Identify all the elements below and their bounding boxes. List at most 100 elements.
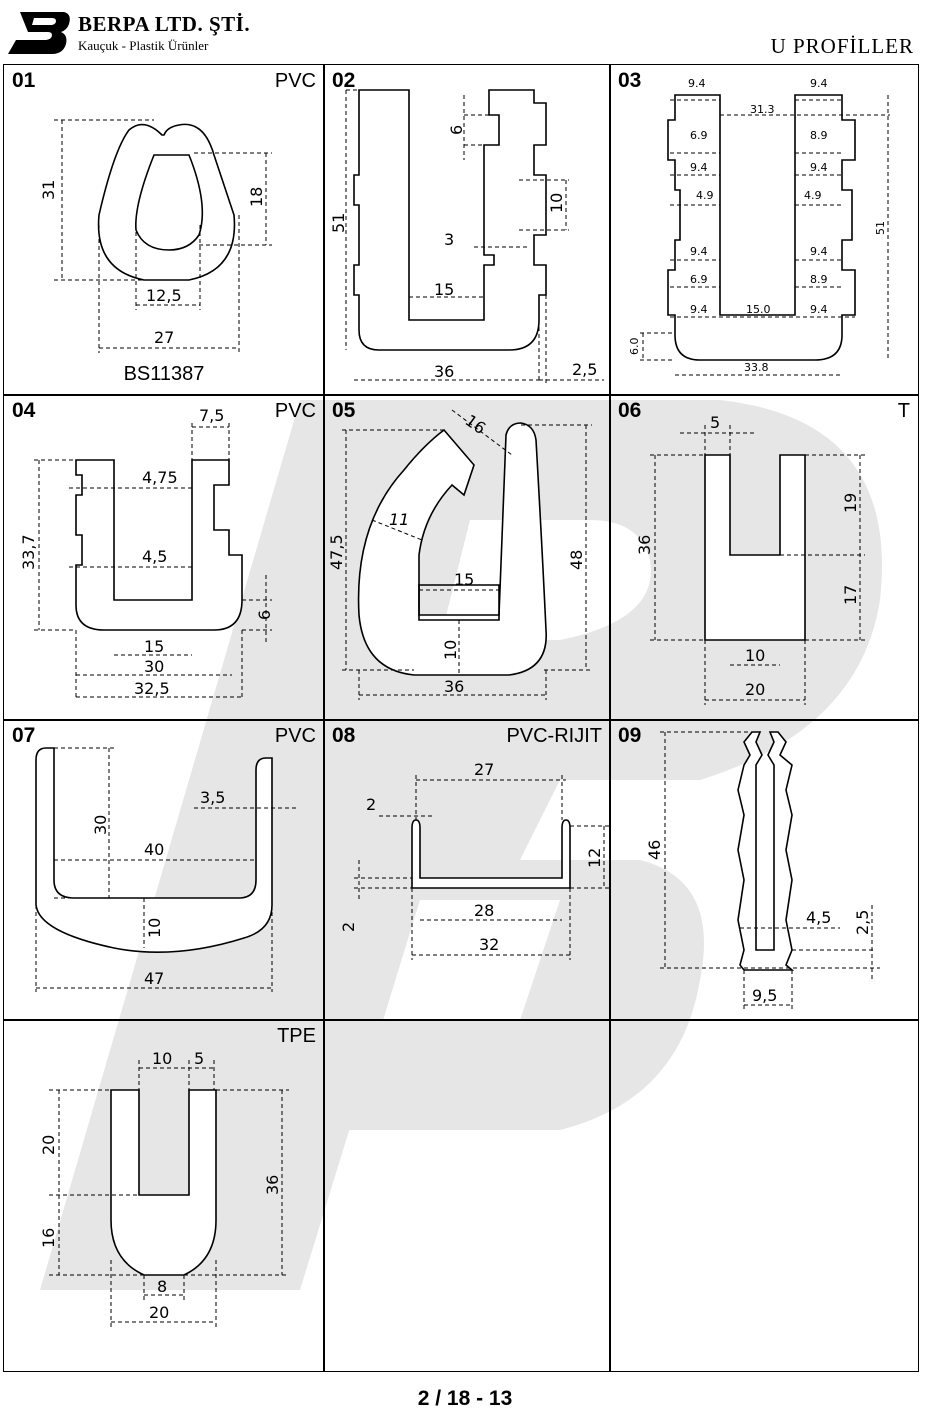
dim-label: 6.0 [628,338,641,356]
dim-label: 6.9 [690,273,708,286]
profile-material: T [897,400,910,422]
dim-label: 2 [339,922,358,932]
profile-cell-03: 03 9.4 9.4 31.3 6.9 8.9 9.4 9.4 4.9 4.9 [609,64,919,396]
dim-label: 8.9 [810,129,828,142]
dim-label: 36 [263,1175,282,1195]
profile-drawing: 7,5 4,75 33,7 4,5 6 15 30 32,5 [19,406,274,700]
profile-cell-08: 08 PVC-RIJIT 27 2 12 2 28 32 [323,719,611,1021]
dim-label: 51 [329,213,348,233]
profile-cell-07: 07 PVC 30 3,5 40 10 47 [3,719,325,1021]
dim-label: 32 [479,935,499,954]
dim-label: 20 [39,1135,58,1155]
dim-label: 11 [389,510,409,529]
dim-label: 2,5 [853,910,872,935]
dim-label: 20 [745,680,765,699]
dim-label: 6 [447,125,466,135]
dim-label: 33.8 [744,361,769,374]
dim-label: 6 [255,610,274,620]
dim-label: 27 [154,328,174,347]
profile-number: 03 [618,69,642,92]
dim-label: 3,5 [200,788,225,807]
dim-label: 47 [144,969,164,988]
dim-label: 9.4 [810,245,828,258]
dim-label: 2,5 [572,360,597,379]
dim-label: 48 [567,550,586,570]
dim-label: 30 [91,815,110,835]
dim-label: 12,5 [146,286,182,305]
dim-label: 40 [144,840,164,859]
profile-number: 01 [12,69,36,92]
dim-label: 4,75 [142,468,178,487]
dim-label: 5 [194,1049,204,1068]
dim-label: 2 [366,795,376,814]
dim-label: 8 [157,1277,167,1296]
dim-label: 12 [585,848,604,868]
dim-label: 10 [152,1049,172,1068]
dim-label: 36 [434,362,454,381]
profile-material: TPE [277,1025,316,1047]
dim-label: 15.0 [746,303,771,316]
profile-number: 09 [618,724,642,747]
profile-number: 05 [332,399,356,422]
dim-label: 30 [144,657,164,676]
dim-label: 31 [39,180,58,200]
dim-label: 5 [710,413,720,432]
profile-drawing: 5 19 36 17 10 20 [635,413,865,705]
dim-label: 9.4 [690,161,708,174]
dim-label: 32,5 [134,679,170,698]
profile-cell-01: 01 PVC 31 18 12,5 27 BS11387 [3,64,325,396]
company-name: BERPA LTD. ŞTİ. [78,12,251,36]
profile-drawing: 10 5 20 36 16 8 20 [39,1049,289,1328]
profile-cell-10: TPE 10 5 20 36 16 8 20 [3,1019,325,1372]
dim-label: 16 [462,411,490,438]
dim-label: 9.4 [810,161,828,174]
dim-label: 17 [841,585,860,605]
profile-number: 04 [12,399,36,422]
dim-label: 9.4 [810,77,828,90]
dim-label: 6.9 [690,129,708,142]
profile-drawing: 31 18 12,5 27 [39,119,272,353]
profile-material: PVC-RIJIT [506,725,602,747]
dim-label: 51 [874,221,887,235]
dim-label: 19 [841,493,860,513]
profile-code: BS11387 [123,363,205,385]
dim-label: 47,5 [327,534,346,570]
dim-label: 10 [441,640,460,660]
profile-grid: 01 PVC 31 18 12,5 27 BS11387 02 [3,64,919,1372]
dim-label: 9.4 [690,245,708,258]
dim-label: 4.9 [696,189,714,202]
dim-label: 16 [39,1228,58,1248]
profile-cell-02: 02 6 10 51 3 15 36 2,5 [323,64,611,396]
profile-drawing: 16 11 47,5 48 15 10 36 [327,409,592,700]
dim-label: 36 [444,677,464,696]
profile-number: 06 [618,399,642,422]
profile-drawing: 6 10 51 3 15 36 2,5 [329,89,604,383]
company-tagline: Kauçuk - Plastik Ürünler [78,38,209,53]
profile-cell-05: 05 16 11 47,5 48 15 10 36 [323,394,611,721]
dim-label: 15 [144,637,164,656]
profile-cell-09: 09 46 4,5 2,5 9,5 [609,719,919,1021]
profile-cell-04: 04 PVC 7,5 4,75 33,7 4,5 6 15 30 32,5 [3,394,325,721]
dim-label: 9.4 [688,77,706,90]
dim-label: 4.9 [804,189,822,202]
dim-label: 9.4 [690,303,708,316]
dim-label: 36 [635,535,654,555]
dim-label: 8.9 [810,273,828,286]
page-number: 2 / 18 - 13 [417,1387,513,1410]
dim-label: 10 [145,918,164,938]
dim-label: 10 [547,193,566,213]
dim-label: 28 [474,901,494,920]
dim-label: 3 [444,230,454,249]
dim-label: 7,5 [199,406,224,425]
empty-cell [323,1019,611,1372]
empty-cell [609,1019,919,1372]
dim-label: 31.3 [750,103,775,116]
dim-label: 9,5 [752,986,777,1005]
dim-label: 15 [434,280,454,299]
profile-number: 02 [332,69,356,92]
profile-material: PVC [274,70,316,92]
profile-material: PVC [274,400,316,422]
dim-label: 4,5 [142,547,167,566]
dim-label: 10 [745,646,765,665]
dim-label: 4,5 [806,908,831,927]
